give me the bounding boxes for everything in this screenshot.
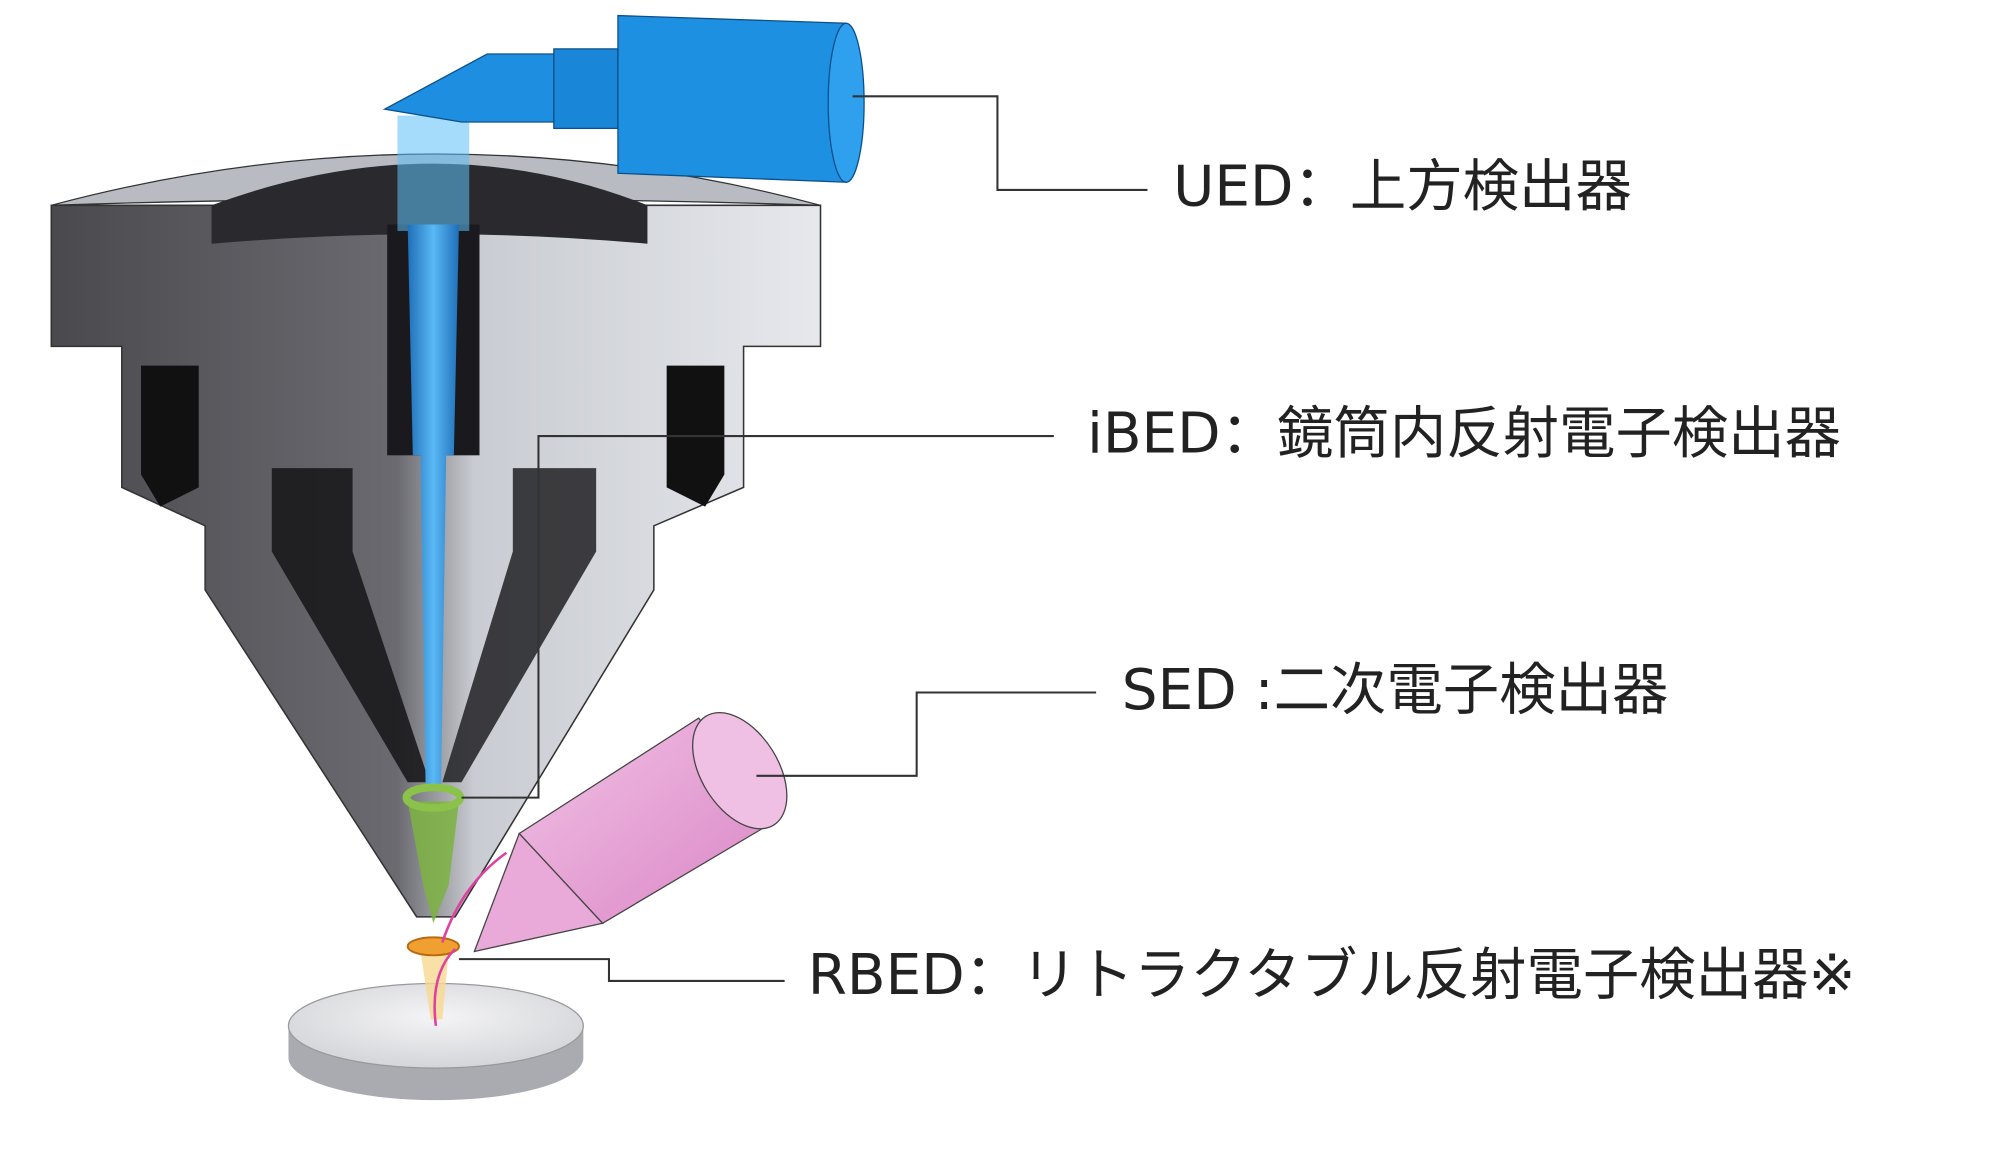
- rbed-leader-line: [458, 958, 785, 982]
- ued-label: UED：上方検出器: [1173, 154, 1632, 219]
- electron-beam: [397, 115, 470, 789]
- sed-label: SED :二次電子検出器: [1122, 658, 1669, 723]
- ibed-label: iBED：鏡筒内反射電子検出器: [1087, 402, 1841, 467]
- ued-leader-line: [852, 95, 1148, 191]
- ibed-detector: [402, 783, 465, 924]
- rbed-label: RBED：リトラクタブル反射電子検出器※: [808, 943, 1856, 1008]
- sed-detector: [433, 711, 788, 1026]
- ibed-leader-line: [461, 435, 1054, 799]
- side-cavity-left: [141, 365, 199, 507]
- ued-detector: [382, 14, 865, 183]
- sample-disk: [287, 982, 584, 1101]
- sed-leader-line: [756, 691, 1097, 777]
